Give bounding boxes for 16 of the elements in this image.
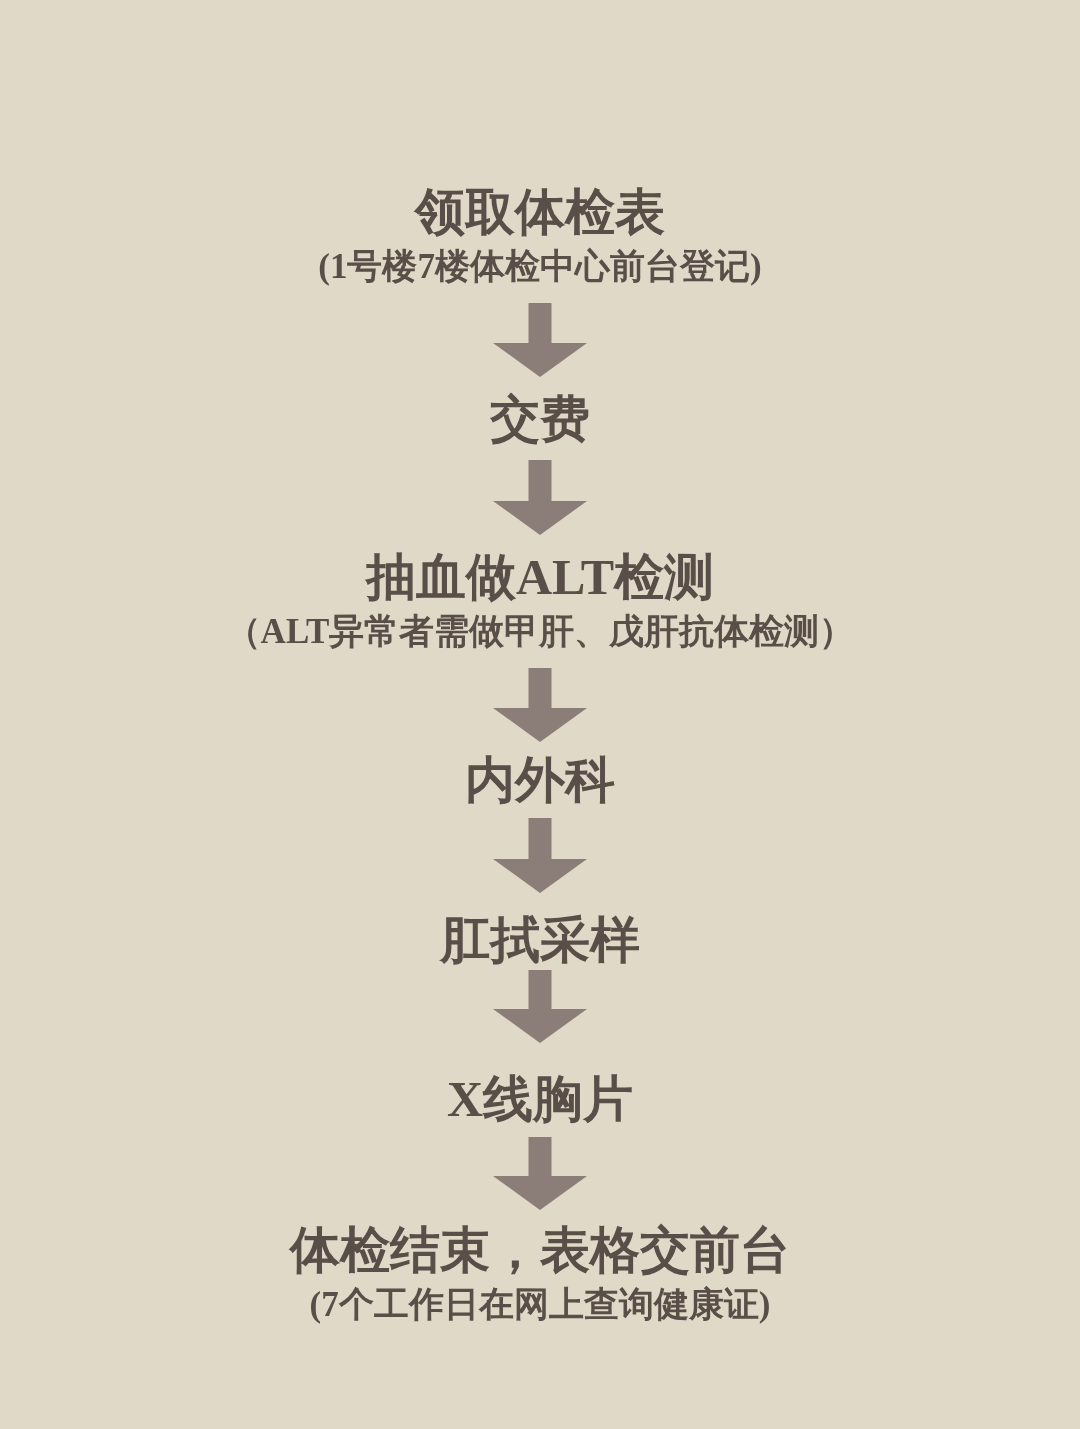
step-title: 体检结束，表格交前台 (290, 1221, 790, 1280)
arrow (493, 668, 587, 742)
step-title: X线胸片 (446, 1070, 634, 1129)
step-title: 领取体检表 (415, 182, 665, 242)
step-note: （ALT异常者需做甲肝、戊肝抗体检测） (225, 610, 855, 653)
step-title: 肛拭采样 (440, 911, 640, 970)
arrow (493, 970, 587, 1043)
arrow (493, 303, 587, 377)
step-title: 内外科 (465, 751, 615, 810)
arrow (493, 818, 587, 893)
arrow (493, 460, 587, 535)
arrow (493, 1137, 587, 1210)
step-title: 抽血做ALT检测 (365, 547, 715, 607)
step-note: (7个工作日在网上查询健康证) (309, 1284, 771, 1326)
step-title: 交费 (490, 389, 590, 449)
step-note: (1号楼7楼体检中心前台登记) (318, 245, 762, 288)
